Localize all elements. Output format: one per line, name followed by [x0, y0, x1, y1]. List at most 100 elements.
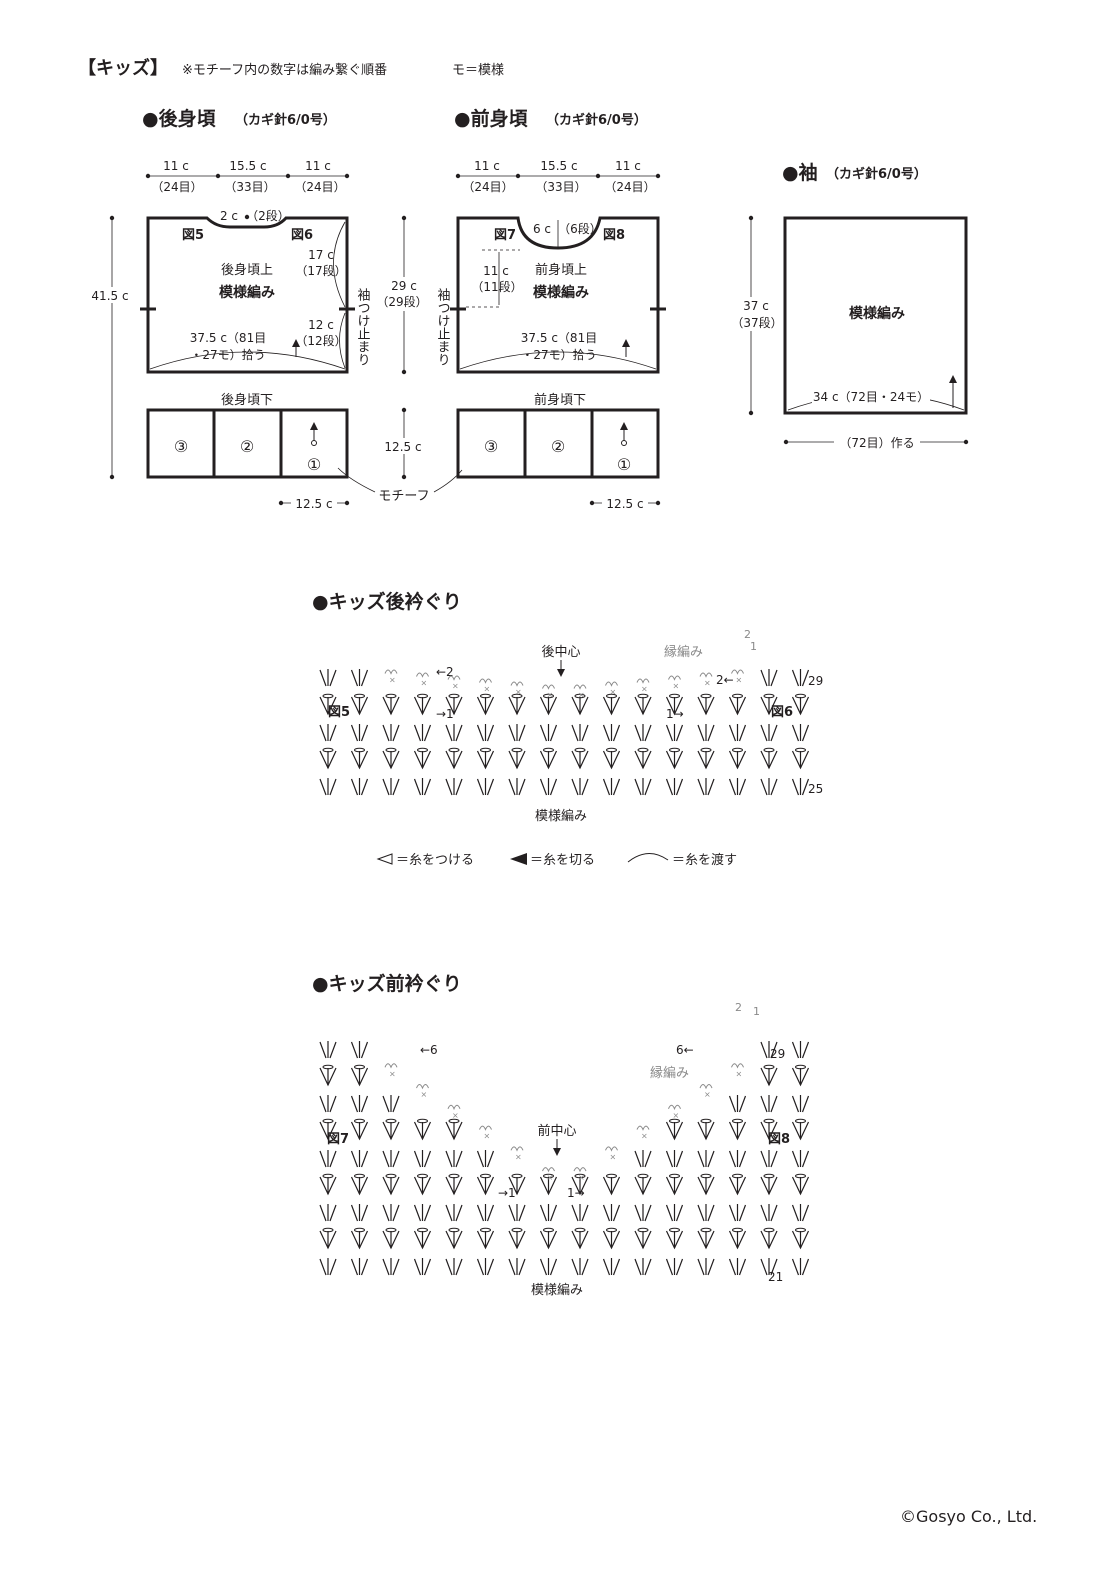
edging-symbol: ×: [573, 684, 587, 700]
stitch-symbol: [413, 693, 432, 716]
stitch-symbol: [539, 1173, 558, 1196]
svg-text:×: ×: [484, 685, 491, 694]
stitch-symbol: [665, 724, 684, 742]
stitch-symbol: [350, 1041, 369, 1059]
stitch-symbol: [760, 1258, 778, 1276]
stitch-symbol: [571, 747, 589, 770]
stitch-symbol: [413, 747, 432, 770]
front-neck-edging: 縁編み: [650, 1065, 689, 1081]
stitch-symbol: [697, 1258, 715, 1276]
stitch-symbol: [634, 747, 652, 770]
svg-text:×: ×: [547, 1173, 554, 1182]
front-neck-mark-6-right: 6←: [676, 1043, 694, 1057]
stitch-symbol: [697, 1118, 715, 1141]
back-width-3: 11 c: [305, 159, 331, 173]
svg-text:×: ×: [578, 691, 585, 700]
stitch-symbol: [634, 693, 652, 716]
back-neck-center: 後中心: [541, 645, 580, 660]
front-side-rows: （11段）: [471, 279, 522, 294]
stitch-symbol: [319, 1095, 337, 1113]
stitch-symbol: [350, 1258, 369, 1276]
back-neck-fig-right: 図6: [771, 705, 793, 720]
legend-attach: ＝糸をつける: [396, 853, 474, 868]
stitch-symbol: [413, 778, 432, 796]
sleeve-cast-on: （72目）作る: [839, 436, 914, 450]
stitch-symbol: [476, 1173, 495, 1196]
stitch-symbol: [350, 1204, 369, 1222]
edging-symbol: ×: [542, 1167, 555, 1182]
svg-text:×: ×: [515, 688, 522, 697]
stitch-symbol: [539, 778, 558, 796]
stitch-symbol: [634, 1204, 652, 1222]
stitch-symbol: [508, 1258, 526, 1276]
stitch-symbol: [476, 778, 495, 796]
stitch-symbol: [791, 1041, 810, 1059]
symbol-legend: ＝糸をつける ＝糸を切る ＝糸を渡す: [376, 852, 737, 868]
stitch-symbol: [728, 747, 747, 770]
legend-cut: ＝糸を切る: [530, 853, 595, 868]
stitch-symbol: [697, 1150, 715, 1168]
stitch-symbol: [508, 747, 526, 770]
front-body-hook: （カギ針6/0号）: [546, 112, 647, 128]
stitch-symbol: [665, 1258, 684, 1276]
svg-text:×: ×: [610, 1152, 617, 1161]
stitch-symbol: [350, 778, 369, 796]
header-legend-mo: モ＝模様: [452, 63, 504, 78]
middle-dimensions: 29 c （29段） 12.5 c 袖つけ止まり 袖つけ止まり モチーフ: [337, 215, 463, 504]
stitch-symbol: [508, 1227, 526, 1250]
stitch-symbol: [728, 1227, 747, 1250]
front-fig-left: 図7: [494, 228, 516, 243]
middle-upper-height: 29 c: [391, 279, 417, 293]
front-upper-name: 前身頃上: [535, 262, 587, 278]
stitch-symbol: [665, 1204, 684, 1222]
edging-symbol: ×: [384, 1063, 398, 1078]
stitch-symbol: [728, 724, 747, 742]
stitch-symbol: [445, 778, 463, 796]
sleeve-schematic: ●袖 （カギ針6/0号） 模様編み 37 c （37段） 34 c（72目・24…: [730, 161, 969, 450]
svg-text:×: ×: [389, 676, 396, 685]
stitch-symbol: [760, 1173, 778, 1196]
svg-text:×: ×: [578, 1173, 585, 1182]
svg-text:×: ×: [673, 682, 680, 691]
edging-symbol: ×: [479, 1125, 492, 1141]
stitch-symbol: [665, 693, 684, 716]
stitch-symbol: [791, 669, 810, 687]
stitch-symbol: [445, 693, 463, 716]
stitch-symbol: [508, 1204, 526, 1222]
stitch-symbol: [728, 1095, 747, 1113]
stitch-symbol: [350, 724, 369, 742]
stitch-symbol: [413, 1173, 432, 1196]
back-fig-right: 図6: [291, 228, 313, 243]
stitch-symbol: [791, 1227, 810, 1250]
stitch-symbol: [382, 1173, 400, 1196]
stitch-symbol: [602, 1227, 621, 1250]
edging-symbol: ×: [384, 669, 398, 685]
front-width-2: 15.5 c: [540, 159, 577, 173]
stitch-symbol: [350, 1095, 369, 1113]
stitch-symbol: [760, 1041, 778, 1059]
stitch-symbol: [319, 669, 337, 687]
sleeve-hook: （カギ針6/0号）: [826, 166, 927, 182]
back-body-schematic: ●後身頃 （カギ針6/0号） 11 c 15.5 c 11 c （24目） （3…: [90, 107, 355, 511]
edging-symbol: ×: [510, 1146, 524, 1161]
stitch-symbol: [413, 1150, 432, 1168]
stitch-symbol: [665, 1118, 684, 1141]
stitch-symbol: [728, 1204, 747, 1222]
edging-symbol: ×: [416, 1084, 429, 1099]
sleeve-stop-back: 袖つけ止まり: [355, 288, 371, 366]
back-width-1: 11 c: [163, 159, 189, 173]
stitch-symbol: [665, 1150, 684, 1168]
back-neck-fig-left: 図5: [328, 705, 350, 720]
stitch-symbol: [382, 1118, 400, 1141]
stitch-symbol: [350, 669, 369, 687]
stitch-symbol: [697, 778, 715, 796]
stitch-symbol: [602, 778, 621, 796]
stitch-symbol: [413, 1258, 432, 1276]
stitch-symbol: [791, 724, 810, 742]
back-shoulder-len: 17 c: [308, 248, 334, 262]
front-stitch-1: （24目）: [462, 180, 513, 194]
front-neck-mark-6-left: ←6: [420, 1043, 438, 1057]
back-width-2: 15.5 c: [229, 159, 266, 173]
stitch-symbol: [350, 1064, 369, 1087]
stitch-symbol: [791, 1173, 810, 1196]
